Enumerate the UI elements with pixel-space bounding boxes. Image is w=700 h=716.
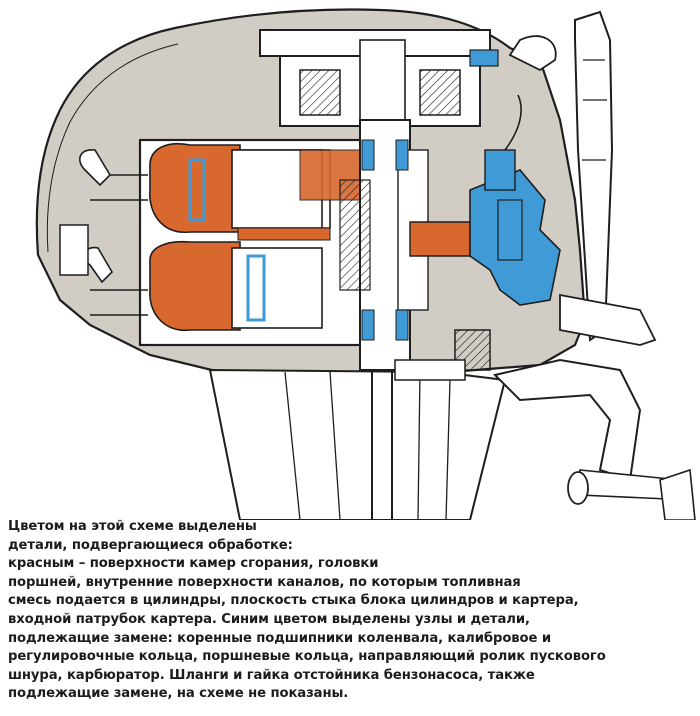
combustion-chamber-upper	[149, 143, 241, 233]
caption-line: регулировочные кольца, поршневые кольца,…	[8, 649, 606, 665]
caption-line: красным – поверхности камер сгорания, го…	[8, 556, 379, 572]
piston-rings-upper	[188, 158, 206, 222]
caption-line: входной патрубок картера. Синим цветом в…	[8, 611, 530, 627]
combustion-chamber-lower	[149, 240, 241, 331]
starter-rope-guide-roller	[469, 49, 499, 67]
caption-line: поршней, внутренние поверхности каналов,…	[8, 574, 521, 590]
caption-line: подлежащие замене: коренные подшипники к…	[8, 630, 551, 646]
main-bearing-lower	[361, 309, 375, 341]
figure-caption: Цветом на этой схеме выделены детали, по…	[8, 518, 692, 704]
caption-line: детали, подвергающиеся обработке:	[8, 537, 293, 553]
crankshaft	[339, 119, 429, 371]
drive-shaft-housing	[208, 260, 507, 520]
carburetor	[469, 94, 561, 306]
tiller-handle	[508, 10, 657, 346]
outboard-engine-cutaway-diagram	[35, 8, 696, 520]
transom-bracket	[493, 358, 696, 520]
flywheel-assembly	[259, 29, 499, 131]
lower-mount	[59, 224, 491, 381]
caption-line: смесь подается в цилиндры, плоскость сты…	[8, 593, 579, 609]
caption-line: подлежащие замене, на схеме не показаны.	[8, 686, 349, 702]
piston-lower	[231, 247, 323, 329]
piston-rings-lower	[246, 254, 266, 322]
crankcase-intake-pipe	[409, 221, 471, 257]
main-bearing-upper	[361, 139, 375, 171]
caption-line: Цветом на этой схеме выделены	[8, 519, 257, 534]
caption-line: шнура, карбюратор. Шланги и гайка отстой…	[8, 667, 535, 683]
cylinder-block	[79, 138, 382, 347]
